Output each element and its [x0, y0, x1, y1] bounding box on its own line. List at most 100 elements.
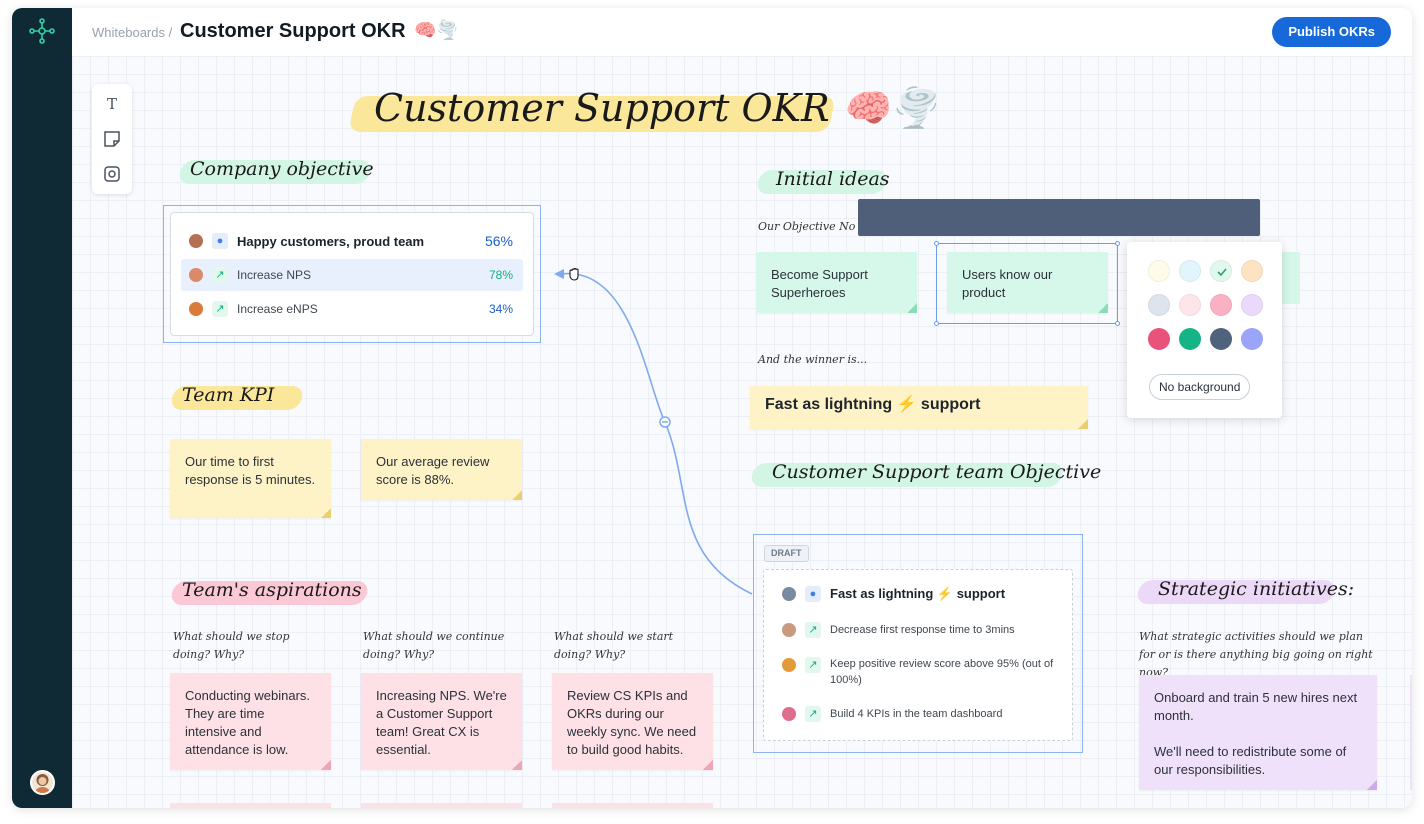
- color-swatch[interactable]: [1179, 294, 1201, 316]
- color-swatch[interactable]: [1241, 260, 1263, 282]
- color-swatch[interactable]: [1179, 328, 1201, 350]
- board-title[interactable]: Customer Support OKR 🧠🌪️: [374, 86, 937, 130]
- team-objective-heading[interactable]: Customer Support team Objective: [772, 461, 1102, 483]
- color-swatch[interactable]: [1241, 294, 1263, 316]
- top-header: Whiteboards / Customer Support OKR 🧠🌪️ P…: [72, 8, 1412, 56]
- aspiration-prompt: What should we stop doing? Why?: [173, 630, 290, 661]
- resize-handle[interactable]: [934, 321, 939, 326]
- whiteboard-canvas[interactable]: T Customer Support OKR 🧠🌪️ Company objec…: [72, 56, 1412, 808]
- team-objective-card[interactable]: ● Fast as lightning ⚡ support ↗ Decrease…: [763, 569, 1073, 741]
- color-swatch[interactable]: [1148, 260, 1170, 282]
- aspiration-sticky-note[interactable]: Increasing NPS. We're a Customer Support…: [361, 673, 522, 770]
- trend-up-icon: ↗: [805, 706, 821, 722]
- winner-sticky-note[interactable]: Fast as lightning ⚡ support: [750, 386, 1088, 429]
- selected-note-frame: [936, 243, 1118, 324]
- app-logo-icon[interactable]: [29, 18, 55, 44]
- key-result-label: Keep positive review score above 95% (ou…: [830, 658, 1054, 686]
- aspiration-sticky-note[interactable]: Conducting webinars. They are time inten…: [170, 673, 331, 770]
- check-icon: [1217, 268, 1227, 277]
- color-swatch[interactable]: [1241, 328, 1263, 350]
- key-result-label: Increase NPS: [237, 268, 312, 282]
- trend-up-icon: ↗: [805, 622, 821, 638]
- kpi-sticky-note[interactable]: Our average review score is 88%.: [361, 439, 522, 500]
- key-result-row[interactable]: ↗ Increase eNPS 34%: [181, 293, 523, 325]
- key-result-label: Decrease first response time to 3mins: [830, 624, 1015, 636]
- key-result-row[interactable]: ↗ Decrease first response time to 3mins: [774, 614, 1062, 646]
- color-swatch[interactable]: [1148, 294, 1170, 316]
- grab-cursor-icon: [567, 266, 583, 282]
- key-result-label: Increase eNPS: [237, 302, 318, 316]
- objective-row[interactable]: ● Fast as lightning ⚡ support: [774, 578, 1062, 610]
- team-objective-selection: [753, 534, 1083, 753]
- idea-sticky-note[interactable]: Become Support Superheroes: [756, 252, 917, 313]
- owner-avatar: [782, 658, 796, 672]
- kpi-sticky-note[interactable]: Our time to first response is 5 minutes.: [170, 439, 331, 518]
- key-result-percentage: 34%: [488, 302, 513, 316]
- strategic-sticky-note[interactable]: Onboard and train 5 new hires next month…: [1139, 675, 1377, 790]
- svg-text:T: T: [107, 95, 117, 113]
- title-emoji: 🧠🌪️: [414, 20, 459, 40]
- resize-handle[interactable]: [1115, 241, 1120, 246]
- no-background-button[interactable]: No background: [1149, 374, 1251, 400]
- sticky-note-partial[interactable]: [170, 803, 331, 808]
- app-window: Whiteboards / Customer Support OKR 🧠🌪️ P…: [12, 8, 1412, 808]
- key-result-label: Build 4 KPIs in the team dashboard: [830, 708, 1003, 720]
- text-tool-icon[interactable]: T: [102, 94, 122, 114]
- sticky-note-partial[interactable]: [552, 803, 713, 808]
- strategic-note-line: We'll need to redistribute some of our r…: [1154, 744, 1347, 777]
- text-input-bar[interactable]: [858, 199, 1260, 236]
- breadcrumb[interactable]: Whiteboards /: [92, 25, 173, 40]
- objective-row[interactable]: ● Happy customers, proud team 56%: [181, 225, 523, 257]
- objective-percentage: 56%: [484, 233, 513, 249]
- owner-avatar: [189, 234, 203, 248]
- objective-label: Fast as lightning ⚡ support: [830, 586, 1006, 601]
- strategic-heading[interactable]: Strategic initiatives:: [1158, 578, 1355, 600]
- color-swatch[interactable]: [1210, 260, 1232, 282]
- key-result-percentage: 78%: [488, 268, 513, 282]
- aspiration-prompt: What should we start doing? Why?: [554, 630, 674, 661]
- aspiration-sticky-note[interactable]: Review CS KPIs and OKRs during our weekl…: [552, 673, 713, 770]
- strategic-prompt: What strategic activities should we plan…: [1139, 630, 1373, 679]
- objective-icon: ●: [805, 586, 821, 602]
- trend-up-icon: ↗: [212, 301, 228, 317]
- winner-prompt: And the winner is...: [758, 353, 868, 366]
- trend-up-icon: ↗: [212, 267, 228, 283]
- aspirations-heading[interactable]: Team's aspirations: [182, 579, 362, 601]
- left-sidebar: [12, 8, 72, 808]
- objective-icon: ●: [212, 233, 228, 249]
- objective-label: Happy customers, proud team: [237, 233, 425, 249]
- company-objective-card[interactable]: ● Happy customers, proud team 56% ↗ Incr…: [170, 212, 534, 336]
- company-objective-selection: [163, 205, 541, 343]
- color-swatch[interactable]: [1179, 260, 1201, 282]
- sticky-note-tool-icon[interactable]: [102, 129, 122, 149]
- sticky-note-partial[interactable]: [361, 803, 522, 808]
- owner-avatar: [782, 623, 796, 637]
- key-result-row[interactable]: ↗ Build 4 KPIs in the team dashboard: [774, 698, 1062, 730]
- team-kpi-heading[interactable]: Team KPI: [182, 384, 275, 406]
- company-objective-heading[interactable]: Company objective: [190, 158, 374, 180]
- connector-line[interactable]: [72, 56, 1412, 808]
- page-title[interactable]: Customer Support OKR: [180, 20, 406, 42]
- owner-avatar: [189, 302, 203, 316]
- color-swatch[interactable]: [1148, 328, 1170, 350]
- strategic-note-line: Onboard and train 5 new hires next month…: [1154, 690, 1358, 723]
- image-tool-icon[interactable]: [102, 164, 122, 184]
- initial-ideas-heading[interactable]: Initial ideas: [776, 168, 890, 190]
- resize-handle[interactable]: [1115, 321, 1120, 326]
- key-result-row[interactable]: ↗ Keep positive review score above 95% (…: [774, 650, 1062, 692]
- resize-handle[interactable]: [934, 241, 939, 246]
- draft-badge: DRAFT: [764, 545, 809, 562]
- idea-sticky-note-selected[interactable]: Users know our product: [947, 252, 1108, 313]
- color-swatch[interactable]: [1210, 328, 1232, 350]
- objective-prompt: Our Objective No 1 is...: [758, 220, 890, 233]
- publish-okrs-button[interactable]: Publish OKRs: [1272, 17, 1391, 47]
- sticky-note-partial[interactable]: [1410, 675, 1412, 790]
- owner-avatar: [189, 268, 203, 282]
- color-swatch[interactable]: [1210, 294, 1232, 316]
- key-result-row[interactable]: ↗ Increase NPS 78%: [181, 259, 523, 291]
- aspiration-prompt: What should we continue doing? Why?: [363, 630, 505, 661]
- sticky-note-partial[interactable]: [1282, 252, 1300, 304]
- color-picker-popover: No background: [1127, 242, 1282, 418]
- owner-avatar: [782, 707, 796, 721]
- user-avatar[interactable]: [30, 770, 55, 795]
